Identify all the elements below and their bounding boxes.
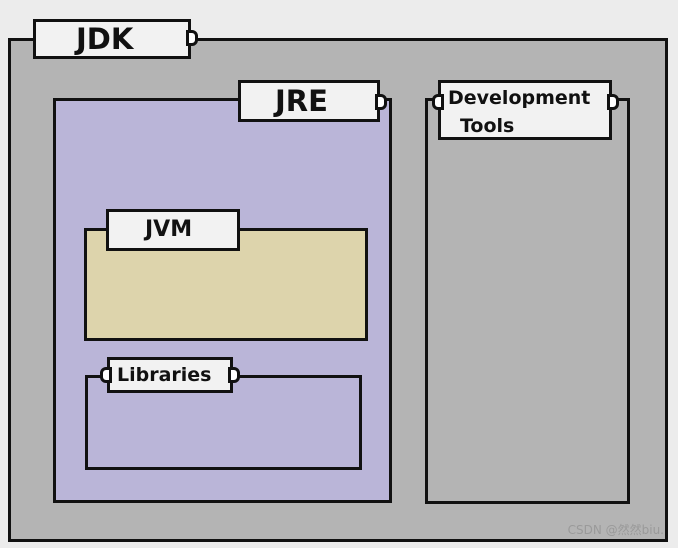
jvm-label: JVM <box>106 209 240 251</box>
jdk-label: JDK <box>33 19 191 59</box>
libraries-tab-notch-left <box>100 367 112 383</box>
development-tools-tab-notch-right <box>607 94 619 110</box>
libraries-tab-notch-right <box>228 367 240 383</box>
jre-label: JRE <box>238 80 380 122</box>
libraries-label: Libraries <box>107 357 233 393</box>
development-tools-container <box>425 98 630 504</box>
development-tools-label: Development Tools <box>438 80 612 140</box>
jdk-tab-notch <box>186 30 198 46</box>
development-tools-label-line1: Development <box>448 87 591 109</box>
development-tools-tab-notch-left <box>432 94 444 110</box>
development-tools-label-line2: Tools <box>460 115 515 137</box>
watermark: CSDN @然然biu. <box>567 523 664 537</box>
jre-tab-notch <box>375 94 387 110</box>
